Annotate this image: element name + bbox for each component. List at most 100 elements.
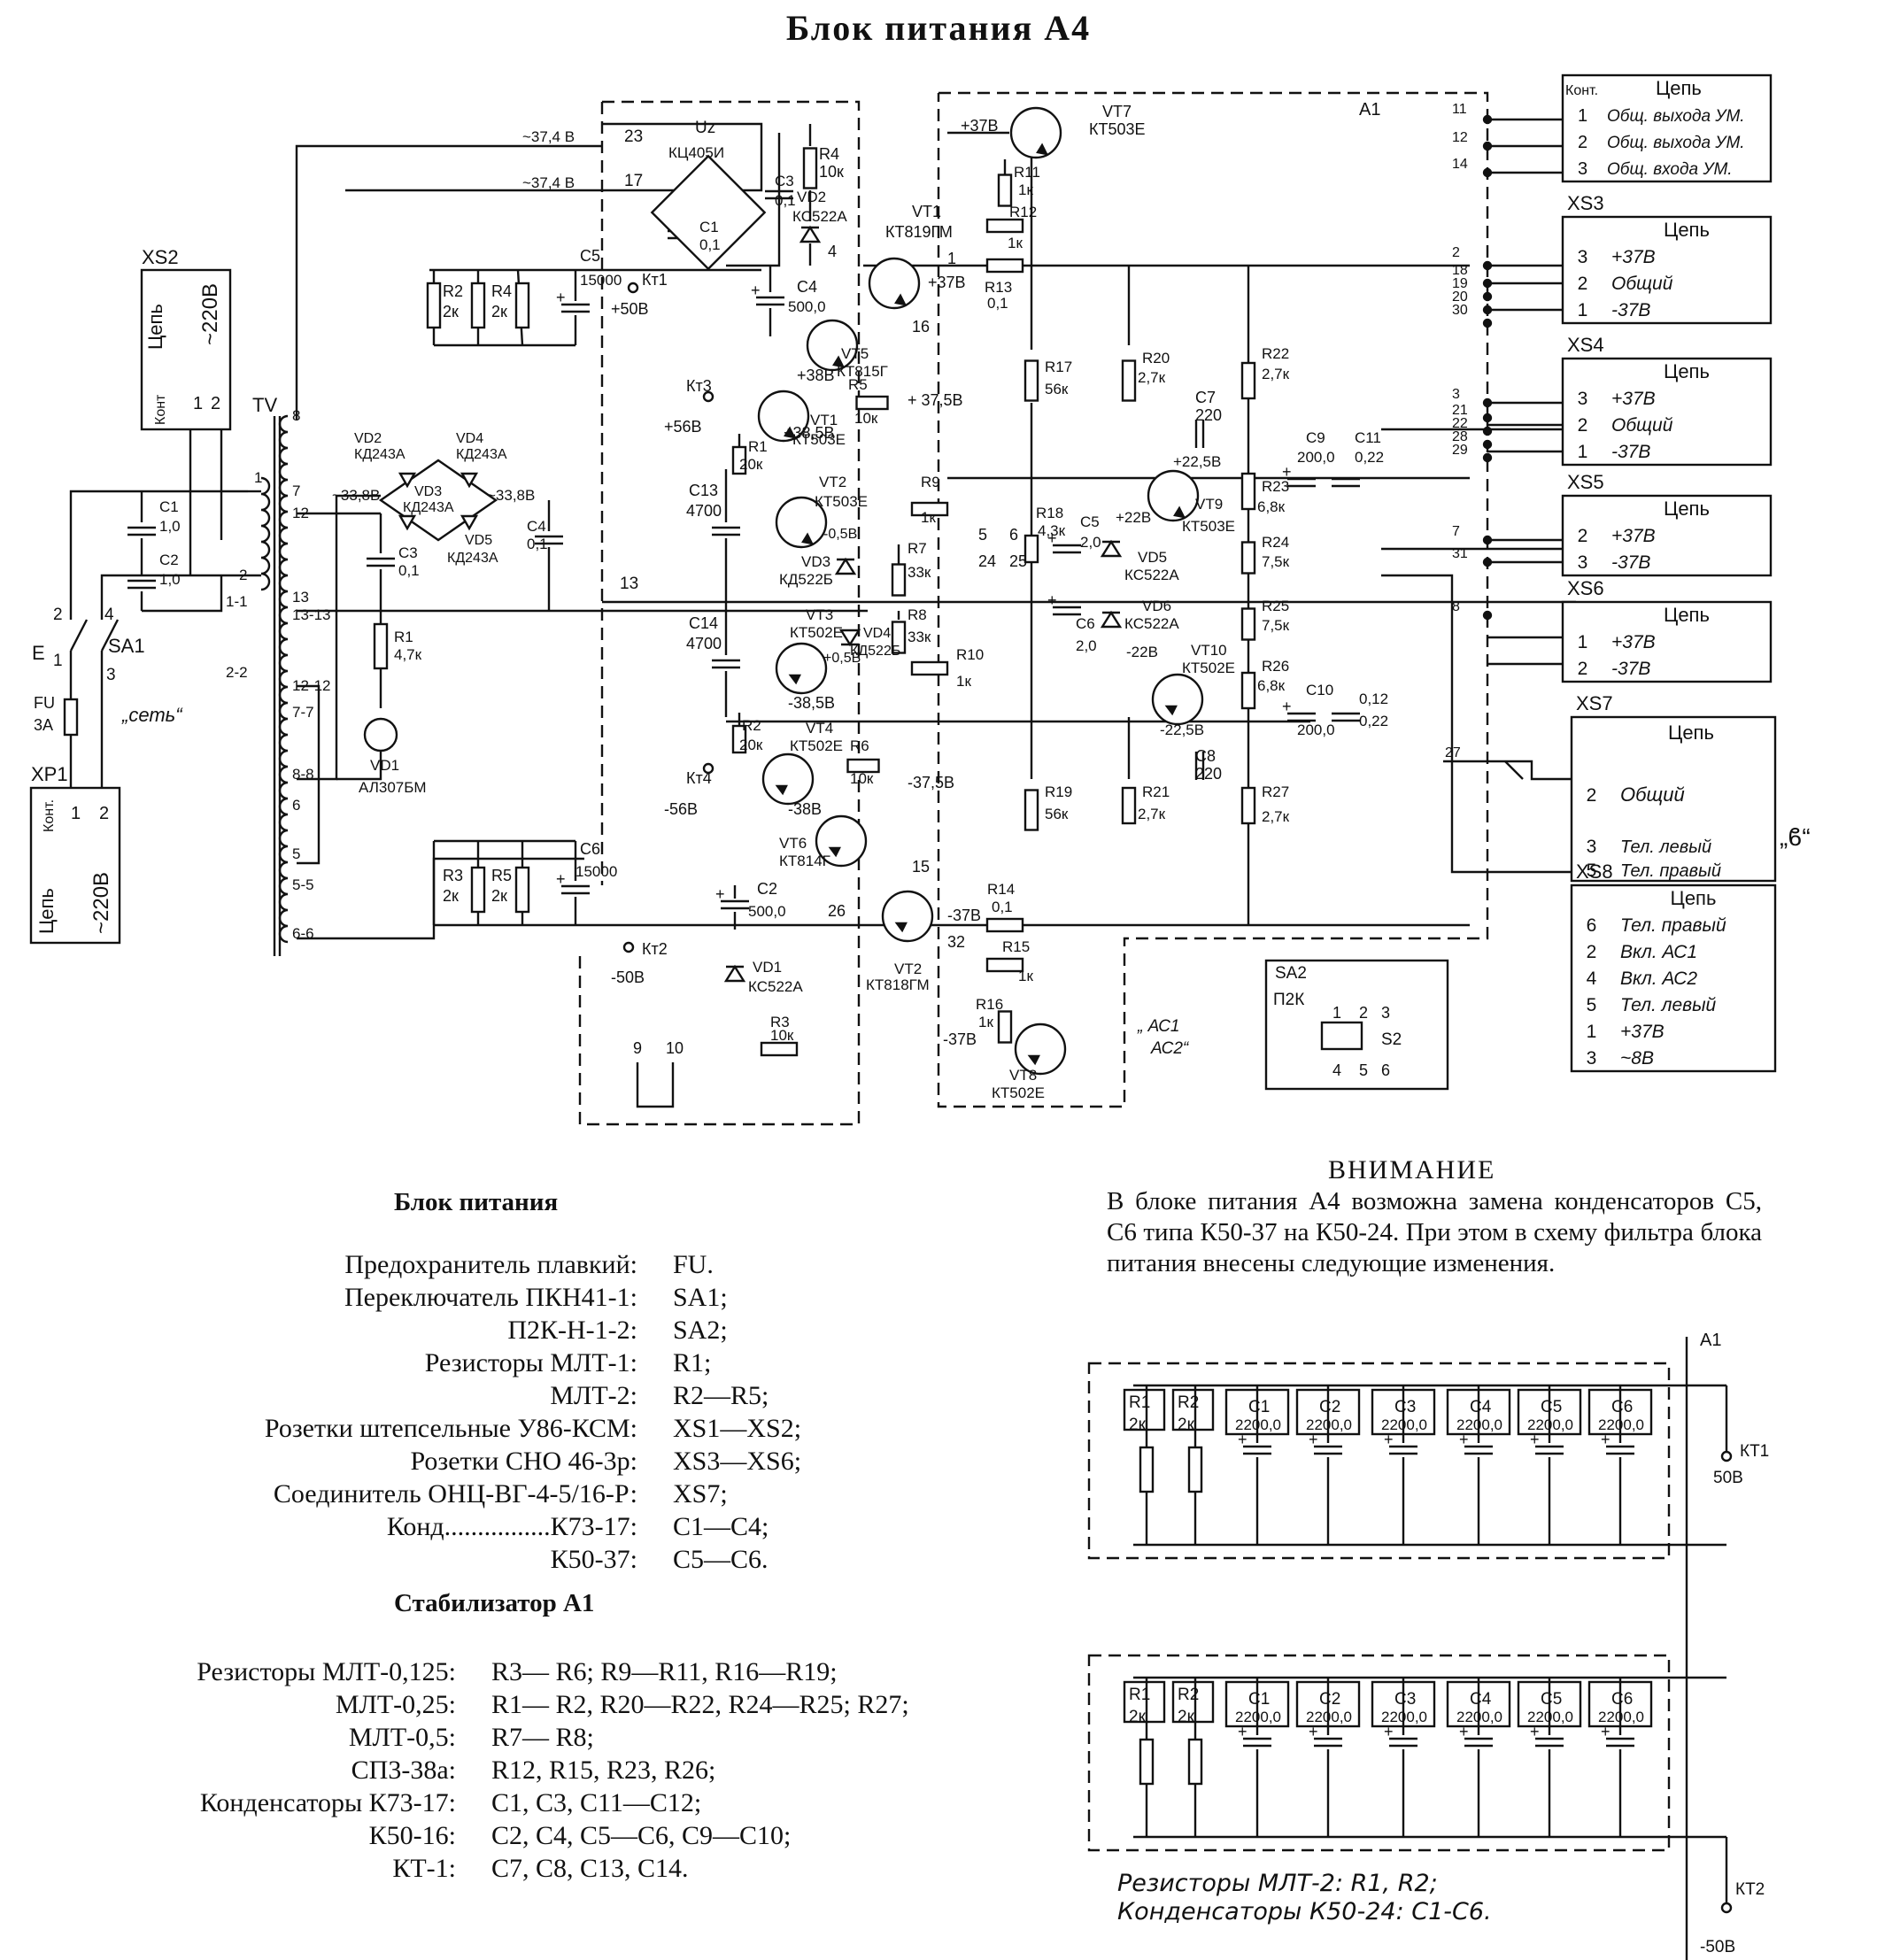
r23-value: 6,8к (1257, 498, 1286, 515)
p37b-label: +37В (961, 117, 999, 135)
terminal-ring (627, 282, 639, 294)
kt2-label: Кт2 (642, 940, 668, 958)
node-23: 23 (624, 127, 643, 146)
xs8-table-circuit: +37В (1620, 1022, 1665, 1042)
parts-row: Конденсаторы К73-17:C1, C3, C11—C12; (84, 1786, 909, 1819)
c1-value: 1,0 (159, 518, 181, 535)
vt7-transistor (1009, 106, 1062, 159)
polarity-mark: + (1601, 1723, 1611, 1740)
junction-dot (1482, 167, 1493, 178)
p37-label: +37В (928, 274, 966, 291)
xs3-table-pin: 2 (1578, 274, 1588, 294)
part-refs: FU. (673, 1250, 714, 1279)
c4s-value: 500,0 (788, 298, 826, 315)
vd1s-type: КС522А (748, 978, 803, 995)
r26-resistor (1240, 671, 1256, 710)
xs2-name: XS2 (142, 246, 179, 268)
node-2: 2 (1452, 245, 1460, 260)
vt7-label: VT7 (1102, 103, 1132, 120)
tv-pin: 5 (292, 845, 300, 862)
r5-value: 2к (491, 887, 507, 905)
r15-resistor (985, 957, 1024, 973)
r6s-resistor (846, 758, 880, 774)
node-28: 28 (1452, 429, 1468, 444)
filter-resistor (1139, 1738, 1155, 1786)
filter-a1-label: А1 (1700, 1331, 1721, 1350)
vd1s-diode (723, 964, 746, 983)
polarity-mark: + (1282, 698, 1292, 715)
r9-label: R9 (921, 474, 940, 490)
xp1-name: XP1 (31, 763, 68, 785)
vt1b-type: КТ503Е (792, 431, 846, 448)
vt5-label: VT5 (841, 345, 869, 362)
xs3-table-name: XS3 (1567, 192, 1604, 214)
xp1-table (29, 786, 121, 945)
r12-value: 1к (1008, 235, 1023, 251)
diode-bridge (378, 459, 498, 542)
transistor-arrow (1173, 505, 1186, 519)
xs3-table-pin: 3 (1578, 247, 1588, 267)
vd5s-label: VD5 (1138, 549, 1167, 566)
terminal-ring (1720, 1902, 1733, 1914)
filter-r-label: R1 (1129, 1393, 1150, 1412)
junction-dot (1482, 610, 1493, 621)
node-14: 14 (1452, 157, 1468, 172)
vd6s-label: VD6 (1142, 598, 1171, 614)
polarity-mark: + (556, 870, 566, 888)
r19-resistor (1023, 789, 1039, 831)
filter-c-box (1517, 1680, 1582, 1728)
notice-heading: ВНИМАНИЕ (1328, 1155, 1496, 1184)
xs6-table-name: XS6 (1567, 577, 1604, 599)
parts-row: Розетки СНО 46-3р:XS3—XS6; (89, 1445, 801, 1478)
transformer-winding (278, 414, 289, 944)
xs3-table-frame (1561, 215, 1773, 325)
c5s-value: 2,0 (1080, 534, 1101, 551)
filter-resistor (1187, 1446, 1203, 1493)
parts-row: Резисторы МЛТ-1:R1; (89, 1347, 801, 1379)
vt5-transistor (806, 319, 859, 372)
r24-resistor (1240, 541, 1256, 575)
sa1-pin: 1 (53, 652, 63, 670)
filter-r-value: 2к (1129, 1708, 1147, 1726)
r27-resistor (1240, 786, 1256, 825)
ground (1504, 760, 1524, 780)
sa2-pin: 6 (1381, 1061, 1390, 1079)
sa2-pin: 5 (1359, 1061, 1368, 1079)
c2-value: 1,0 (159, 571, 181, 588)
sa2-name: SA2 (1275, 964, 1307, 983)
node-16: 16 (912, 318, 930, 336)
stabilizer-parts-title: Стабилизатор А1 (394, 1589, 595, 1617)
r21-value: 2,7к (1138, 806, 1166, 822)
junction-dot (1482, 291, 1493, 302)
filter-c-box (1371, 1680, 1436, 1728)
part-refs: R7— R8; (491, 1723, 594, 1752)
r20-label: R20 (1142, 350, 1170, 367)
polarity-mark: + (1238, 1723, 1247, 1740)
r3-resistor (470, 866, 486, 914)
vt7-type: КТ503Е (1089, 120, 1146, 138)
vd3-label: VD3 (414, 484, 442, 499)
xs7-name: XS7 (1576, 692, 1613, 714)
xs5-table-header: Цепь (1664, 498, 1710, 520)
kt3-value: +56В (664, 418, 702, 436)
r3-label: R3 (443, 867, 463, 884)
vt1-transistor (868, 257, 921, 310)
node-25: 25 (1009, 552, 1027, 570)
node-15: 15 (912, 858, 930, 876)
vd6s-type: КС522А (1124, 615, 1179, 632)
wire (297, 494, 381, 781)
filter-c-label: C1 (1248, 1398, 1270, 1416)
xp1-cep-text: Цепь (35, 888, 58, 934)
node-24: 24 (978, 552, 996, 570)
polarity-mark: + (1384, 1723, 1394, 1740)
vd4s-diode (838, 629, 861, 647)
polarity-mark: + (1459, 1431, 1469, 1448)
filter-c-value: 2200,0 (1527, 1709, 1573, 1725)
xs5-table (1561, 494, 1773, 577)
xs7-circuit: Тел. левый (1620, 837, 1711, 857)
xs2-kont-text: Конт (153, 394, 168, 425)
sa1-handle: E (32, 642, 45, 664)
c6-label: C6 (580, 840, 600, 858)
transistor-arrow (828, 846, 841, 858)
r22-value: 2,7к (1262, 366, 1290, 382)
